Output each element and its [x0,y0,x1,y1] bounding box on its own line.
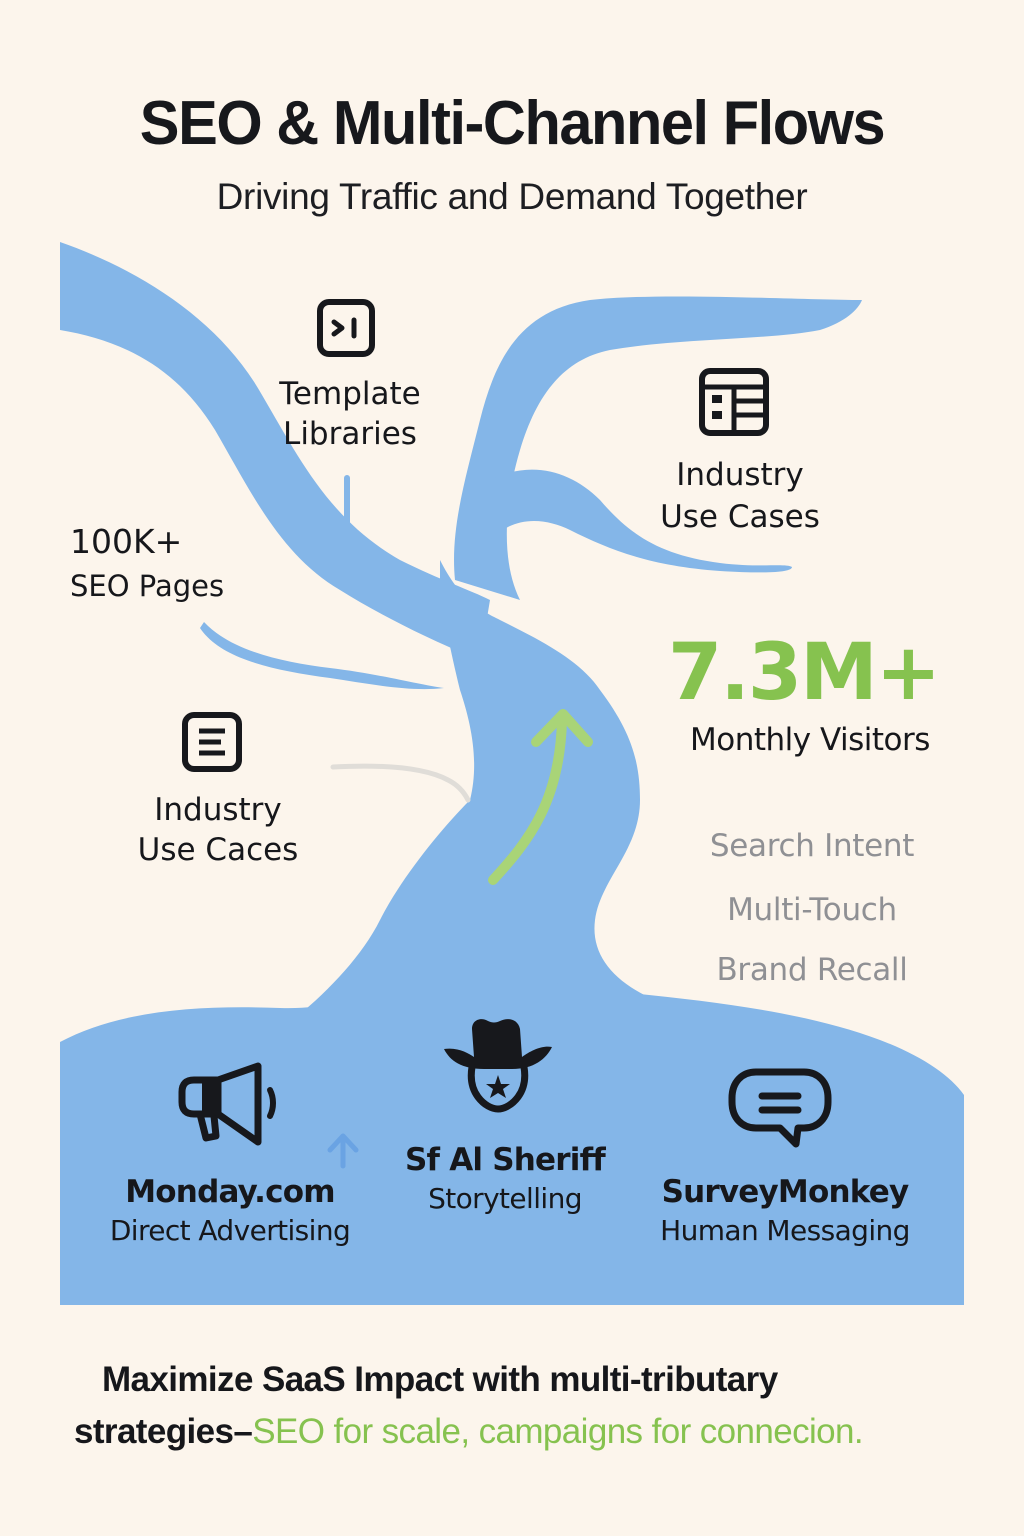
tributary-template-libraries: Template Libraries [250,374,450,454]
river-branch-left [60,242,490,660]
terminal-square-icon [316,298,376,363]
channel-monday: Monday.com Direct Advertising [90,1174,370,1247]
river-branch-mid-right [490,469,792,573]
monthly-visitors-label: Monthly Visitors [690,722,930,758]
seo-pages-label: SEO Pages [70,569,225,603]
river-small-stem [344,475,350,545]
table-layout-icon [698,367,770,442]
growth-arrow-icon [488,709,593,885]
channel-name: Monday.com [125,1174,335,1210]
river-small-left [200,622,444,690]
tributary-line2: Use Cases [660,499,820,535]
footer-line1: Maximize SaaS Impact with multi-tributar… [102,1360,778,1399]
factor-brand-recall: Brand Recall [716,952,908,988]
tributary-industry-use-cases-left: Industry Use Caces [118,790,318,870]
megaphone-icon [172,1062,284,1153]
factor-search-intent: Search Intent [709,828,915,864]
factor-multi-touch: Multi-Touch [727,892,897,928]
channel-type: Storytelling [428,1182,582,1215]
sheriff-hat-icon [442,1013,554,1118]
page-title: SEO & Multi-Channel Flows [139,89,886,158]
river-lake [60,972,964,1305]
small-up-arrow-icon [327,1133,359,1169]
page-subtitle: Driving Traffic and Demand Together [216,176,808,217]
gray-connector-line [330,763,471,803]
footer-tagline: Maximize SaaS Impact with multi-tributar… [74,1354,994,1458]
chat-bubble-icon [728,1066,832,1161]
tributary-line1: Industry [676,457,804,493]
channel-type: Human Messaging [660,1214,910,1247]
tributary-line2: Use Caces [137,832,299,868]
footer-line2-accent: SEO for scale, campaigns for connecion. [252,1412,864,1451]
tributary-line1: Industry [154,792,282,828]
tributary-industry-use-cases-top: Industry Use Cases [640,454,840,538]
river-branch-top-right [454,296,862,600]
tributary-seo-pages: 100K+ SEO Pages [70,520,224,608]
channel-type: Direct Advertising [109,1214,351,1247]
tributary-line2: Libraries [283,416,417,452]
channel-name: SurveyMonkey [661,1174,910,1210]
seo-pages-count: 100K+ [70,522,183,561]
footer-line2-prefix: strategies– [74,1412,253,1451]
tributary-line1: Template [279,376,421,412]
monthly-visitors-value: 7.3M+ [668,628,941,718]
river-trunk [280,560,680,1030]
text-lines-icon [181,711,243,778]
channel-name: Sf Al Sheriff [405,1142,606,1178]
channel-sheriff: Sf Al Sheriff Storytelling [380,1142,630,1215]
channel-surveymonkey: SurveyMonkey Human Messaging [640,1174,930,1247]
